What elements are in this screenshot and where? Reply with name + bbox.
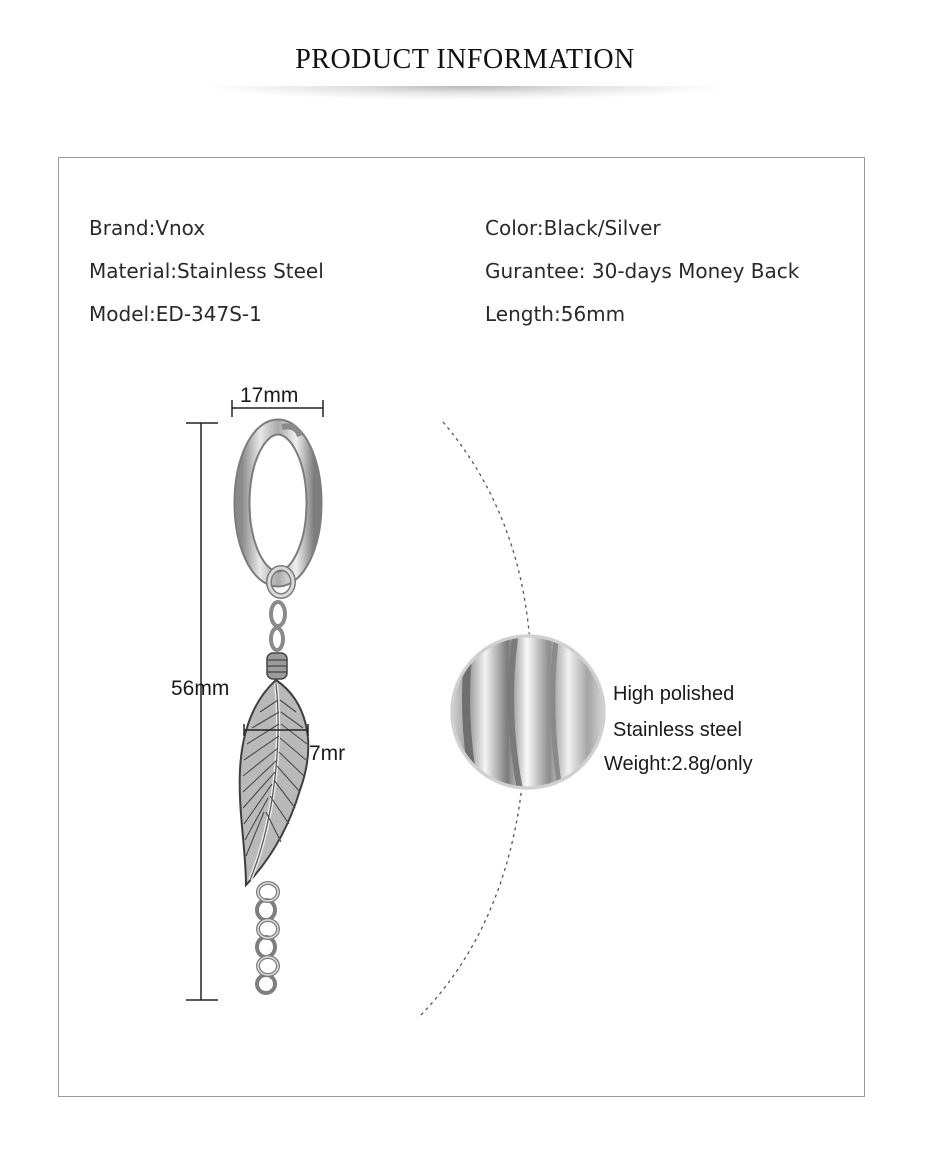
callout-weight: Weight:2.8g/only xyxy=(604,753,753,775)
title-shadow-divider xyxy=(200,86,730,100)
callout-material: Stainless steel xyxy=(613,719,742,741)
spec-material: Material:Stainless Steel xyxy=(89,259,324,283)
spec-model: Model:ED-347S-1 xyxy=(89,302,262,326)
callout-polish: High polished xyxy=(613,683,735,705)
feather-pendant xyxy=(238,652,310,888)
feather-width-label: 7mr xyxy=(309,742,345,765)
height-label: 56mm xyxy=(171,677,229,700)
spec-color: Color:Black/Silver xyxy=(485,216,661,240)
spec-brand: Brand:Vnox xyxy=(89,216,206,240)
height-dimension xyxy=(186,422,218,1001)
page-title: PRODUCT INFORMATION xyxy=(295,44,635,75)
product-info-panel xyxy=(58,157,865,1097)
spec-length: Length:56mm xyxy=(485,302,626,326)
spec-guarantee: Gurantee: 30-days Money Back xyxy=(485,259,800,283)
hoop-ring xyxy=(233,418,323,588)
width-dimension xyxy=(231,400,324,417)
connector-ring xyxy=(266,565,296,599)
polish-detail-lens xyxy=(450,634,606,790)
width-label: 17mm xyxy=(240,384,298,407)
upper-chain xyxy=(269,600,287,652)
